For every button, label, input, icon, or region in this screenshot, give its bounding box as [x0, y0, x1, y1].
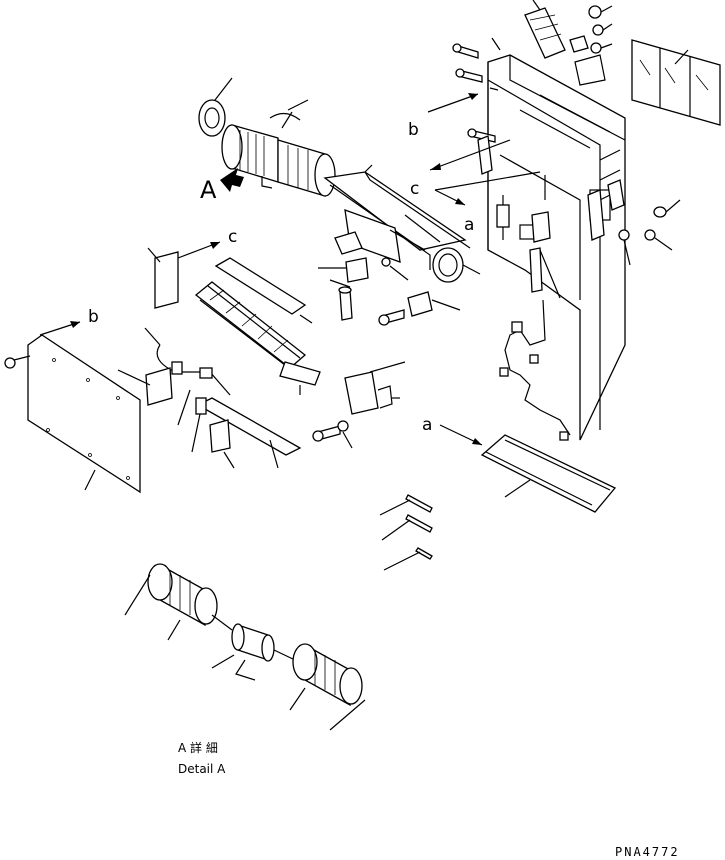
- lower-duct-tray: [480, 434, 617, 513]
- resistor-connector: [496, 195, 561, 299]
- blower-assembly: [198, 77, 336, 197]
- callout-arrow-A: [220, 168, 244, 192]
- side-washers: [587, 179, 681, 266]
- detail-a-title-jp: A 詳 細: [178, 740, 218, 755]
- duct-clips: [318, 231, 409, 283]
- heater-core: [194, 257, 321, 395]
- detail-a-motor: [211, 614, 296, 681]
- callout-arrow-a-lower: [439, 424, 483, 446]
- relay-unit: [337, 361, 406, 449]
- lower-wire-assembly: [117, 327, 235, 469]
- callout-label-c-left: c: [228, 227, 237, 247]
- wiring-harness: [499, 175, 571, 441]
- heater-duct: [323, 164, 481, 283]
- callout-label-b-upper: b: [408, 120, 419, 140]
- lower-seal-strip: [196, 397, 302, 469]
- heater-housing-frame: [487, 54, 626, 441]
- callout-label-a-lower: a: [422, 415, 432, 435]
- callout-label-b-left: b: [88, 307, 99, 327]
- retaining-clips: [379, 494, 433, 571]
- callout-arrows-upper: [427, 93, 541, 206]
- bracket-c: [147, 241, 221, 309]
- filter-panel: [631, 39, 721, 126]
- top-seal-strip: [524, 0, 566, 59]
- side-cover-plate: [27, 334, 141, 494]
- callout-label-c-upper: c: [410, 179, 419, 199]
- detail-a-fan-left: [124, 563, 218, 641]
- drawing-number: PNA4772: [615, 845, 680, 859]
- detail-a-fan-right: [289, 643, 366, 731]
- side-bracket: [477, 135, 493, 175]
- cover-screw: [4, 355, 31, 369]
- callout-arrow-b-left: [39, 321, 81, 336]
- top-right-fasteners: [569, 5, 613, 86]
- callout-label-a-upper: a: [464, 215, 474, 235]
- mounting-bolts-center: [312, 279, 461, 442]
- detail-a-title-en: Detail A: [178, 762, 226, 776]
- callout-label-A: A: [200, 176, 217, 204]
